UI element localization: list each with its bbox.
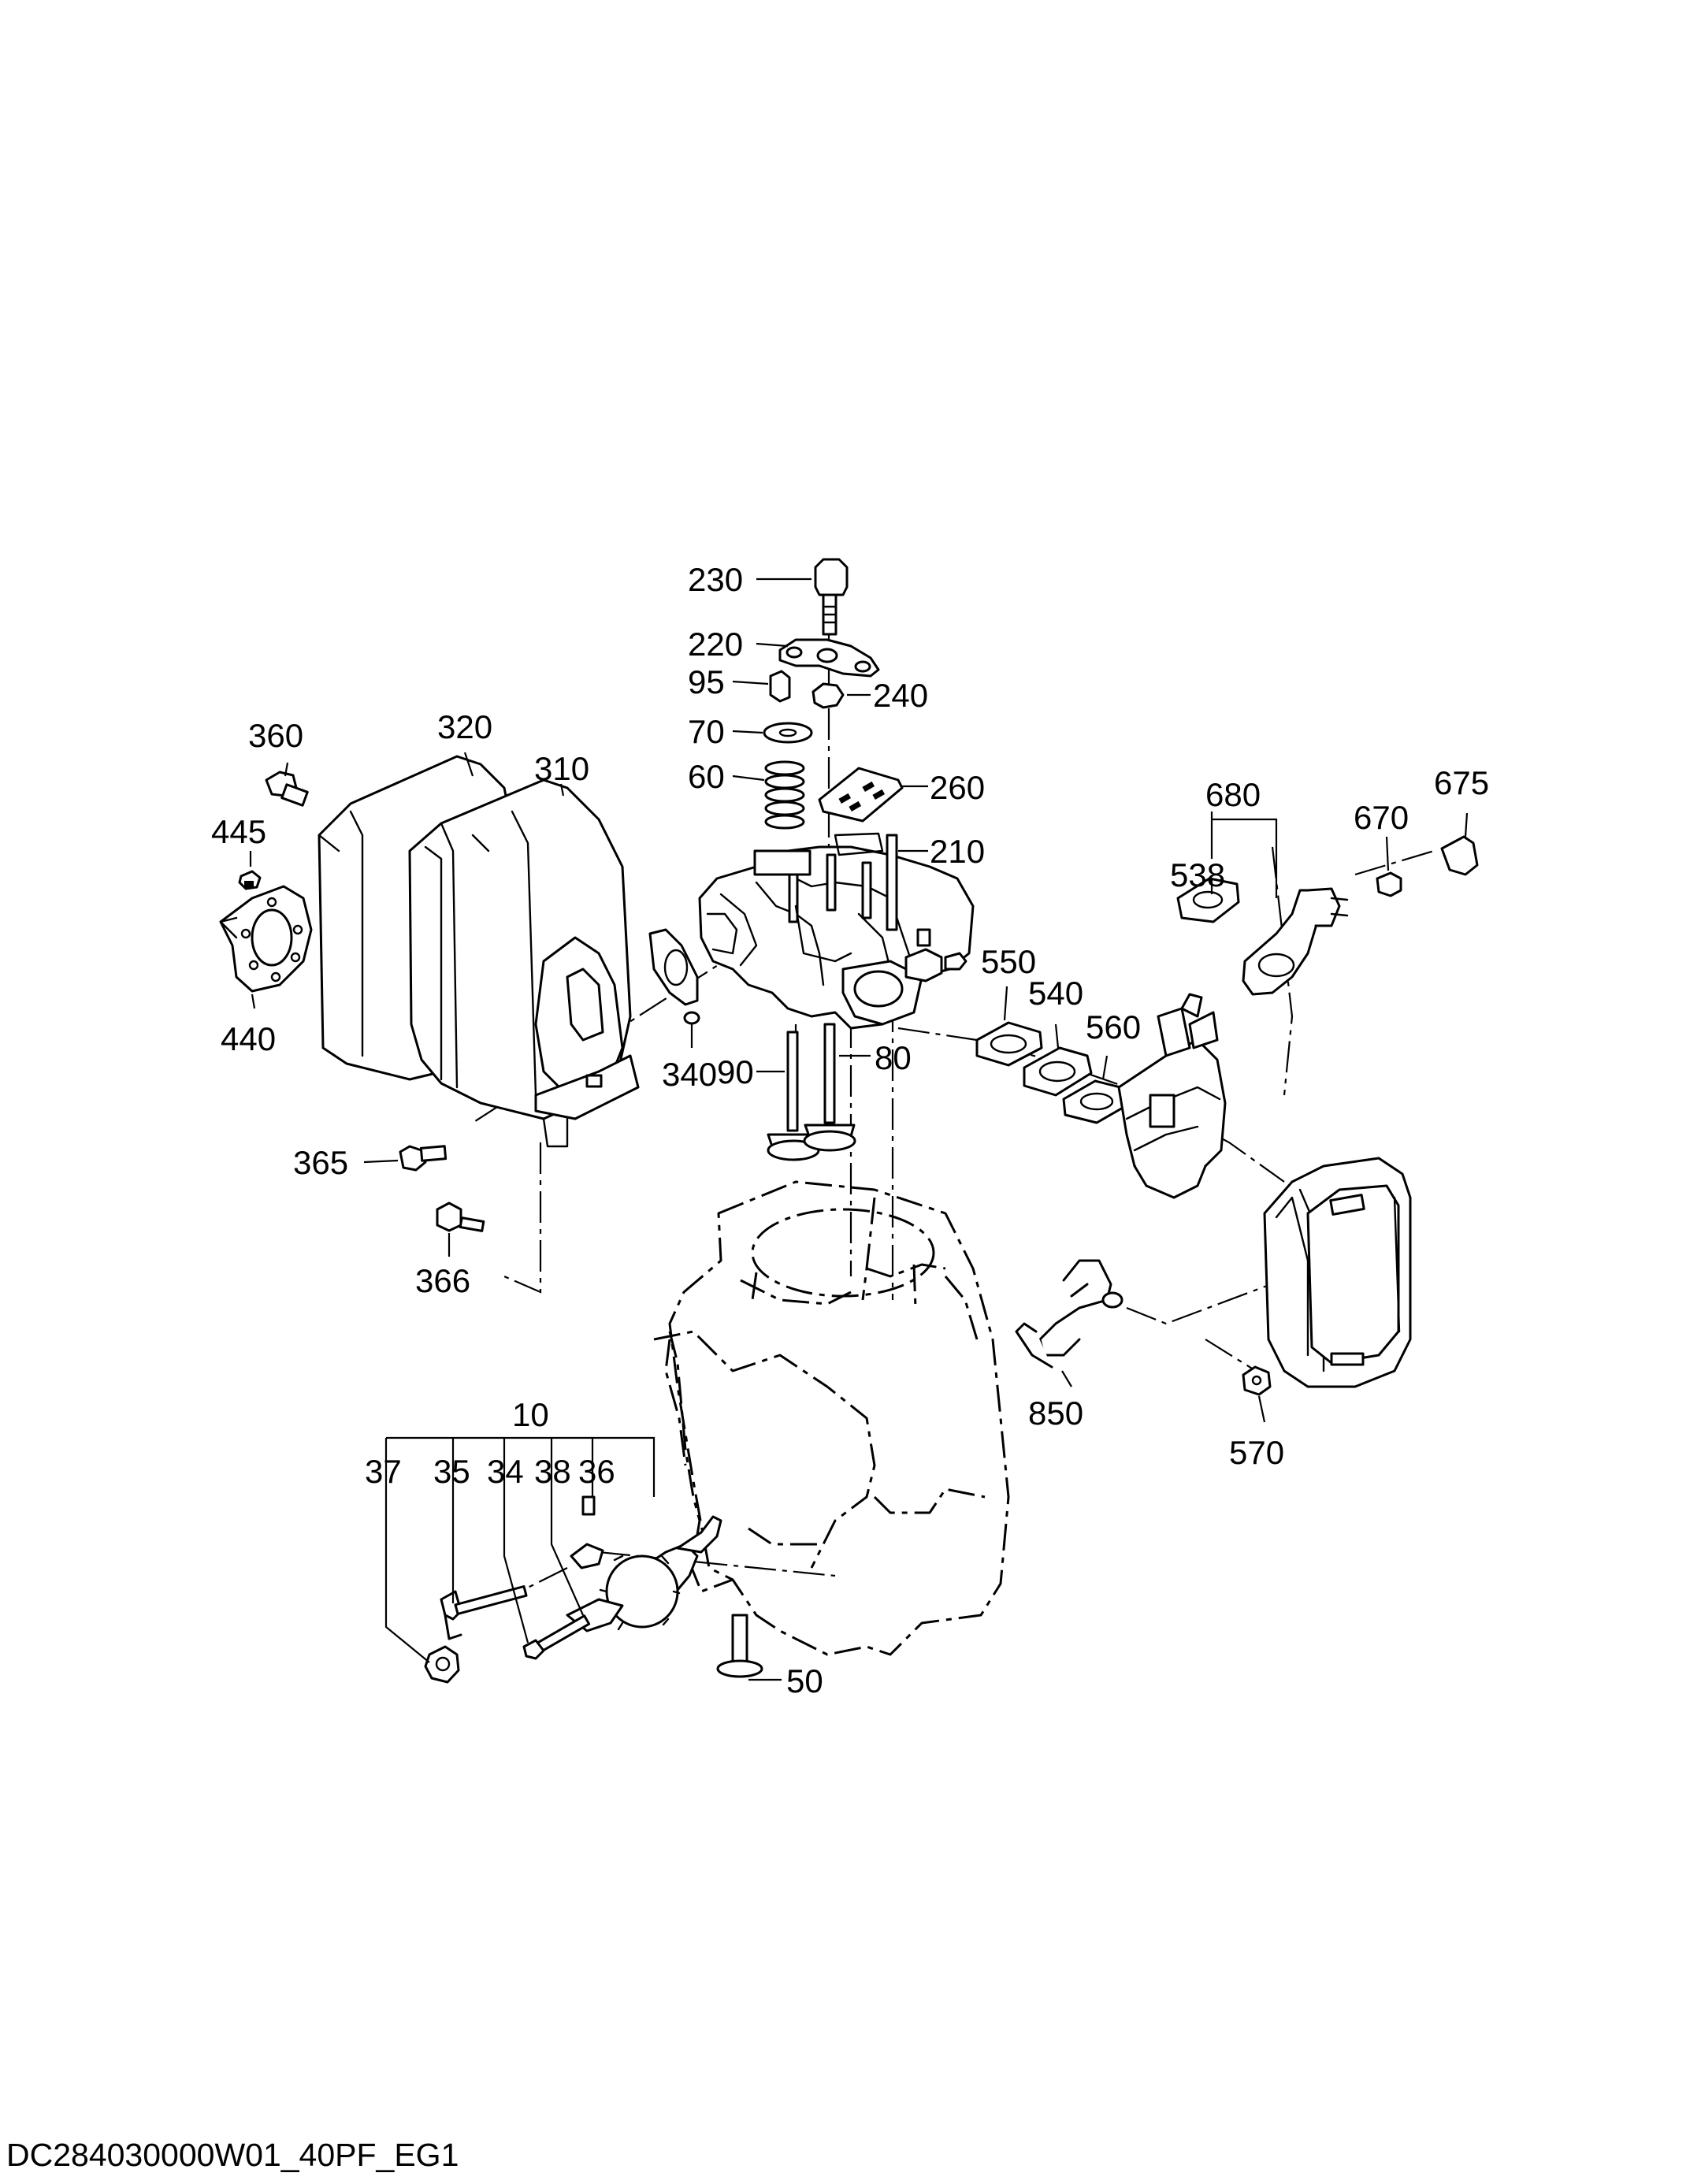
callout-37: 37 bbox=[365, 1453, 402, 1490]
part-60-spring bbox=[764, 760, 805, 830]
callout-365: 365 bbox=[293, 1144, 348, 1181]
part-230-knob bbox=[814, 558, 849, 636]
callout-35: 35 bbox=[433, 1453, 470, 1490]
carburetor bbox=[1117, 993, 1227, 1199]
callout-240: 240 bbox=[873, 677, 928, 714]
callout-80: 80 bbox=[875, 1039, 912, 1076]
callout-50: 50 bbox=[786, 1662, 823, 1699]
callout-36: 36 bbox=[578, 1453, 615, 1490]
part-95-nut bbox=[769, 670, 791, 703]
part-440-gasket bbox=[219, 885, 313, 993]
callout-34: 34 bbox=[487, 1453, 524, 1490]
part-37-ring bbox=[424, 1645, 460, 1684]
part-220-rocker bbox=[778, 638, 880, 678]
part-538-gasket bbox=[1176, 877, 1240, 923]
callout-850: 850 bbox=[1028, 1395, 1083, 1432]
part-360-bolt bbox=[265, 771, 309, 807]
callout-95: 95 bbox=[688, 663, 725, 700]
cylinder-block-phantom bbox=[653, 1180, 1010, 1656]
callout-220: 220 bbox=[688, 626, 743, 663]
part-670-clip bbox=[1376, 871, 1402, 897]
callout-560: 560 bbox=[1086, 1008, 1141, 1046]
callout-38: 38 bbox=[534, 1453, 571, 1490]
air-cleaner-housing bbox=[1263, 1157, 1412, 1388]
part-80-valve bbox=[803, 1023, 856, 1152]
part-365-bolt bbox=[399, 1145, 448, 1172]
callout-538: 538 bbox=[1170, 856, 1225, 893]
part-680-bracket bbox=[1242, 887, 1349, 996]
callout-670: 670 bbox=[1354, 799, 1409, 836]
part-850-hose bbox=[1015, 1259, 1123, 1369]
callout-320: 320 bbox=[437, 708, 492, 745]
callout-440: 440 bbox=[221, 1020, 276, 1057]
part-240-nut bbox=[812, 682, 845, 709]
part-70-washer bbox=[763, 722, 813, 744]
part-570-nut bbox=[1242, 1365, 1272, 1396]
cylinder-head bbox=[698, 832, 975, 1030]
part-366-bolt bbox=[436, 1202, 485, 1232]
callout-680: 680 bbox=[1205, 776, 1261, 813]
part-50-pin bbox=[716, 1614, 763, 1678]
callout-60: 60 bbox=[688, 758, 725, 795]
callout-366: 366 bbox=[415, 1262, 470, 1299]
part-35-pin bbox=[440, 1585, 528, 1640]
callout-540: 540 bbox=[1028, 975, 1083, 1012]
callout-90: 90 bbox=[717, 1053, 754, 1090]
callout-70: 70 bbox=[688, 713, 725, 750]
callout-310: 310 bbox=[534, 750, 589, 787]
part-210-stud bbox=[886, 834, 898, 931]
callout-230: 230 bbox=[688, 561, 743, 598]
part-540-insulator bbox=[1023, 1046, 1093, 1097]
part-550-gasket bbox=[975, 1021, 1043, 1067]
part-340-gasket bbox=[648, 928, 700, 1025]
callout-675: 675 bbox=[1434, 764, 1489, 801]
callout-10: 10 bbox=[512, 1396, 549, 1433]
document-code: DC284030000W01_40PF_EG1 bbox=[6, 2137, 459, 2173]
leader-lines bbox=[249, 578, 1469, 1681]
callout-labels: 230 220 95 240 70 60 260 210 360 320 310… bbox=[211, 561, 1489, 1699]
callout-360: 360 bbox=[248, 717, 303, 754]
callout-570: 570 bbox=[1229, 1434, 1284, 1471]
part-260-plate bbox=[818, 767, 904, 823]
callout-260: 260 bbox=[930, 769, 985, 806]
callout-550: 550 bbox=[981, 943, 1036, 980]
center-lines bbox=[472, 611, 1435, 1592]
callout-445: 445 bbox=[211, 813, 266, 850]
callout-210: 210 bbox=[930, 833, 985, 870]
part-34-shaft bbox=[522, 1614, 591, 1660]
callout-340: 340 bbox=[662, 1056, 717, 1093]
part-675-cap bbox=[1440, 835, 1479, 876]
part-310-muffler bbox=[408, 778, 640, 1148]
part-445-screw bbox=[238, 870, 262, 890]
